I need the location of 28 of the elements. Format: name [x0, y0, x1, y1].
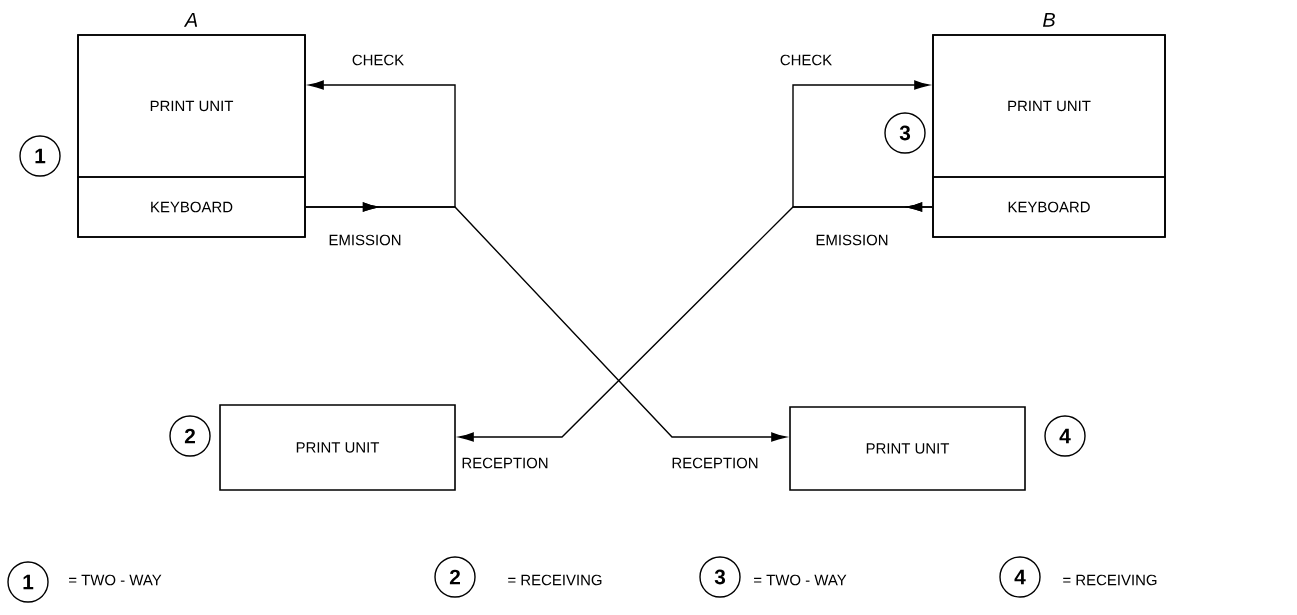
unit-box: KEYBOARD — [932, 176, 1166, 238]
text-label: = RECEIVING — [508, 574, 602, 586]
edge-label: CHECK — [350, 53, 406, 67]
callout-number: 1 — [7, 561, 49, 603]
edge-label: RECEPTION — [460, 456, 550, 470]
text-label: = TWO - WAY — [754, 574, 847, 586]
text-label: EMISSION — [329, 234, 401, 246]
callout-number: 4 — [999, 556, 1041, 598]
callout-number: 4 — [1044, 415, 1086, 457]
callout-number: 3 — [884, 112, 926, 154]
callout-number: 1 — [19, 135, 61, 177]
callout-number: 2 — [169, 415, 211, 457]
unit-box: KEYBOARD — [77, 176, 306, 238]
unit-box: PRINT UNIT — [77, 34, 306, 178]
edge-label: RECEPTION — [670, 456, 760, 470]
arrow — [305, 202, 787, 442]
text-label: EMISSION — [816, 234, 888, 246]
edge-label: CHECK — [778, 53, 834, 67]
text-label: = RECEIVING — [1063, 574, 1157, 586]
unit-box: PRINT UNIT — [932, 34, 1166, 178]
unit-box: PRINT UNIT — [219, 404, 456, 491]
text-label: = TWO - WAY — [69, 574, 162, 586]
unit-box: PRINT UNIT — [789, 406, 1026, 491]
callout-number: 3 — [699, 556, 741, 598]
node-label: A — [183, 12, 198, 27]
callout-number: 2 — [434, 556, 476, 598]
node-label: B — [1042, 12, 1055, 27]
arrow — [458, 202, 933, 442]
